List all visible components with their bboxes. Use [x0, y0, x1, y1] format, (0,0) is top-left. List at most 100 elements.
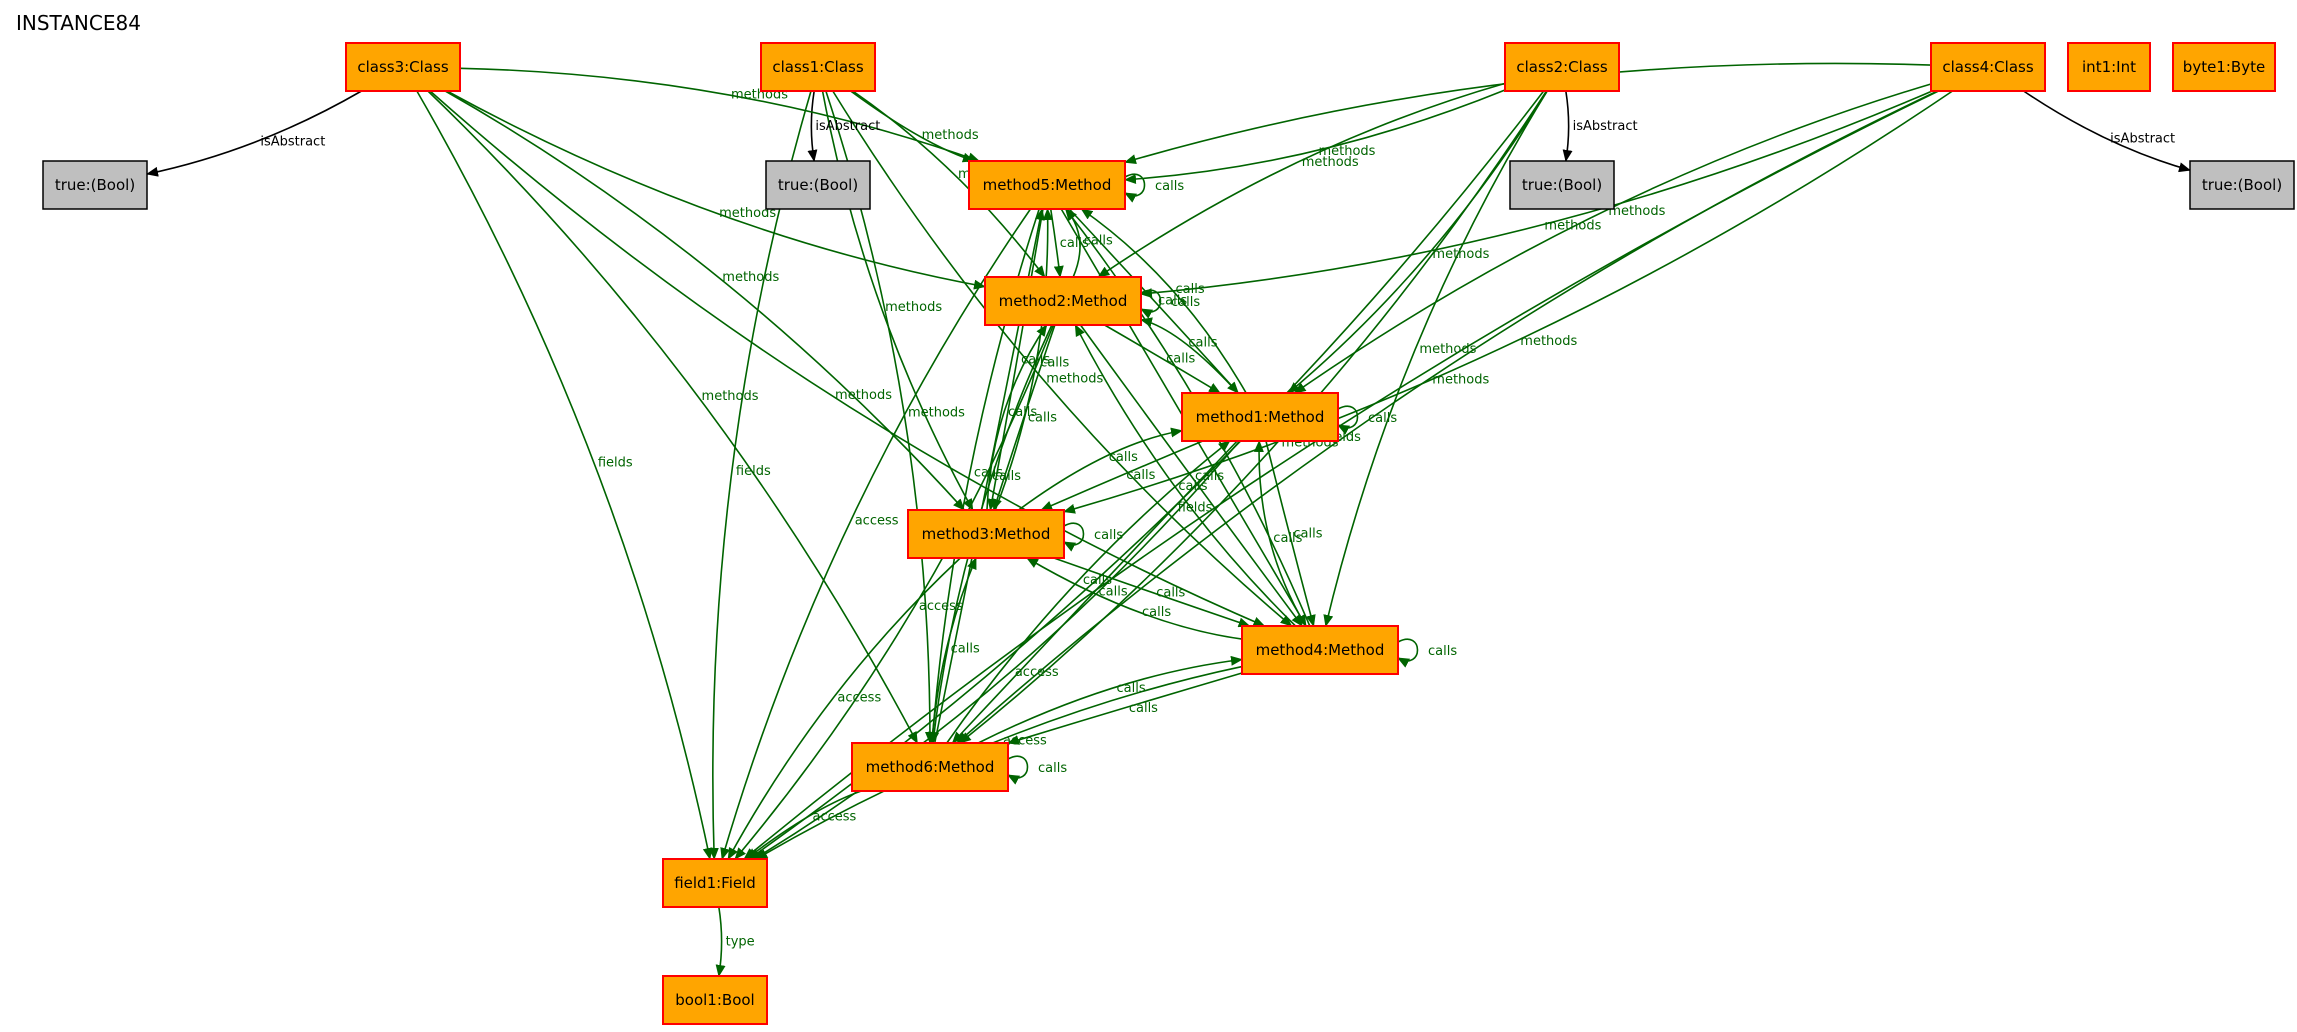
node-true4[interactable]: true:(Bool) — [2189, 160, 2295, 210]
edge-label-calls: calls — [1083, 573, 1112, 588]
edge-method4-to-field1 — [755, 665, 1243, 860]
node-class4[interactable]: class4:Class — [1930, 42, 2046, 92]
node-box — [1181, 392, 1339, 442]
edge-class3-to-true3 — [146, 90, 362, 177]
edge-label-methods: methods — [908, 406, 965, 421]
edge-method4-to-method2 — [1074, 324, 1297, 627]
edge-class1-to-method5 — [850, 90, 975, 163]
edge-label-methods: methods — [1432, 372, 1489, 387]
edge-method5-to-method1 — [1068, 208, 1239, 394]
node-method3[interactable]: method3:Method — [907, 509, 1065, 559]
node-label: true:(Bool) — [778, 176, 858, 194]
edge-method6-to-method4 — [977, 655, 1243, 744]
edge-label-methods: methods — [1318, 144, 1375, 159]
node-box — [851, 742, 1009, 792]
edge-label-calls: calls — [1117, 681, 1146, 696]
node-method2[interactable]: method2:Method — [984, 276, 1142, 326]
node-class2[interactable]: class2:Class — [1504, 42, 1620, 92]
diagram-title: INSTANCE84 — [16, 11, 141, 35]
node-box — [42, 160, 148, 210]
edge-class3-to-method3 — [444, 90, 965, 511]
edge-label-calls: calls — [974, 466, 1003, 481]
edge-label-calls: calls — [1368, 411, 1397, 426]
node-method4[interactable]: method4:Method — [1241, 625, 1399, 675]
edge-class3-to-method5 — [459, 67, 981, 163]
edge-label-isAbstract: isAbstract — [1573, 119, 1638, 134]
node-bool1[interactable]: bool1:Bool — [662, 975, 768, 1025]
node-int1[interactable]: int1:Int — [2067, 42, 2151, 92]
node-true1[interactable]: true:(Bool) — [765, 160, 871, 210]
edge-label-calls: calls — [1094, 528, 1123, 543]
edge-class4-to-method1 — [1293, 83, 1932, 394]
edge-class1-to-method4 — [832, 90, 1293, 627]
node-label: class1:Class — [772, 58, 863, 76]
edge-label-calls: calls — [1428, 644, 1457, 659]
edge-label-access: access — [1003, 733, 1047, 748]
edge-label-methods: methods — [1544, 218, 1601, 233]
edge-label-methods: methods — [1608, 204, 1665, 219]
edge-label-calls: calls — [1155, 179, 1184, 194]
edge-method6-to-method6 — [1007, 755, 1029, 785]
node-label: class3:Class — [357, 58, 448, 76]
edge-method5-to-method3 — [987, 208, 1044, 511]
node-class1[interactable]: class1:Class — [760, 42, 876, 92]
edge-label-calls: calls — [1060, 236, 1089, 251]
edge-label-methods: methods — [1046, 372, 1103, 387]
edge-label-calls: calls — [1028, 410, 1057, 425]
node-method6[interactable]: method6:Method — [851, 742, 1009, 792]
edge-method6-to-method3 — [931, 557, 977, 744]
edge-label-methods: methods — [722, 270, 779, 285]
edge-class1-to-method3 — [821, 90, 974, 511]
edge-label-calls: calls — [1142, 605, 1171, 620]
edge-class3-to-method6 — [427, 90, 919, 744]
edge-method5-to-field1 — [720, 208, 1032, 860]
edge-class2-to-method1 — [1287, 90, 1548, 394]
node-method1[interactable]: method1:Method — [1181, 392, 1339, 442]
edge-label-access: access — [919, 599, 963, 614]
edge-label-access: access — [837, 691, 881, 706]
node-true2[interactable]: true:(Bool) — [1509, 160, 1615, 210]
edge-label-calls: calls — [1126, 468, 1155, 483]
edge-label-calls: calls — [1109, 450, 1138, 465]
edge-label-calls: calls — [1156, 585, 1185, 600]
edge-label-access: access — [813, 809, 857, 824]
edge-method2-to-method2 — [1140, 289, 1162, 319]
edge-label-calls: calls — [1178, 479, 1207, 494]
edge-method1-to-method2 — [1140, 317, 1239, 394]
edge-method1-to-method3 — [1040, 440, 1204, 511]
edge-method1-to-method6 — [951, 440, 1238, 744]
node-box — [2067, 42, 2151, 92]
edge-method1-to-method5 — [1080, 208, 1247, 394]
node-label: method2:Method — [999, 292, 1128, 310]
edge-label-methods: methods — [835, 388, 892, 403]
edge-class4-to-true4 — [2023, 90, 2191, 173]
edge-method3-to-method4 — [1053, 557, 1251, 628]
edge-label-calls: calls — [1158, 294, 1187, 309]
node-label: method5:Method — [983, 176, 1112, 194]
node-box — [907, 509, 1065, 559]
node-method5[interactable]: method5:Method — [968, 160, 1126, 210]
edge-label-calls: calls — [1171, 295, 1200, 310]
edge-method1-to-field1 — [753, 440, 1241, 860]
edge-label-methods: methods — [922, 128, 979, 143]
edge-label-fields: fields — [598, 456, 633, 471]
node-class3[interactable]: class3:Class — [345, 42, 461, 92]
edge-class4-to-method2 — [1140, 90, 1933, 299]
edge-method2-to-method3 — [992, 324, 1056, 511]
node-byte1[interactable]: byte1:Byte — [2172, 42, 2276, 92]
edge-method3-to-method3 — [1063, 522, 1085, 552]
node-box — [984, 276, 1142, 326]
node-field1[interactable]: field1:Field — [662, 858, 768, 908]
node-true3[interactable]: true:(Bool) — [42, 160, 148, 210]
node-box — [1504, 42, 1620, 92]
edge-label-type: type — [726, 935, 755, 950]
node-label: byte1:Byte — [2183, 58, 2265, 76]
node-label: true:(Bool) — [2202, 176, 2282, 194]
edge-label-isAbstract: isAbstract — [2110, 131, 2175, 146]
edge-method6-to-field1 — [745, 790, 862, 860]
edge-label-methods: methods — [885, 300, 942, 315]
edge-field1-to-bool1 — [715, 906, 726, 977]
node-label: int1:Int — [2082, 58, 2136, 76]
edge-label-calls: calls — [1008, 405, 1037, 420]
